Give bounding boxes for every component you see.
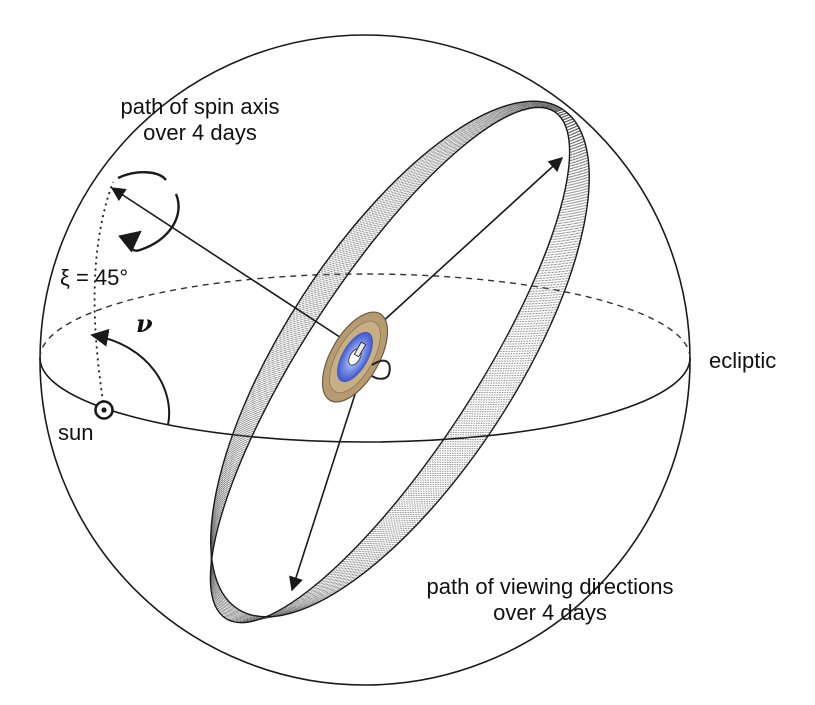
viewing-direction-arrow-down xyxy=(289,384,359,592)
spacecraft-icon xyxy=(321,311,389,403)
spin-axis-arrow xyxy=(110,187,353,346)
viewing-direction-ring xyxy=(210,102,586,619)
viewing-direction-ring xyxy=(210,102,584,619)
ecliptic-back-half xyxy=(39,273,691,359)
viewing-direction-ring xyxy=(210,104,578,621)
ecliptic-label: ecliptic xyxy=(709,348,777,373)
viewing-direction-ring xyxy=(210,101,587,618)
spin-axis-path-label-line2: over 4 days xyxy=(143,120,257,145)
xi-angle-dotted-arc xyxy=(93,181,114,409)
viewing-directions-path-label: path of viewing directions over 4 days xyxy=(400,574,700,626)
rotation-arc-top xyxy=(117,171,167,181)
viewing-directions-band xyxy=(209,100,590,624)
viewing-direction-ring xyxy=(210,105,576,622)
ecliptic-front-half xyxy=(39,357,691,443)
viewing-direction-ring xyxy=(210,104,579,621)
viewing-direction-ring xyxy=(210,106,573,622)
spin-axis-path-label: path of spin axis over 4 days xyxy=(90,94,310,146)
viewing-direction-ring xyxy=(210,104,580,620)
viewing-directions-path-label-line1: path of viewing directions xyxy=(426,574,674,599)
viewing-direction-ring xyxy=(210,102,587,618)
spin-axis-path-label-line1: path of spin axis xyxy=(120,94,280,119)
rotation-arc-bottom xyxy=(118,193,180,253)
viewing-direction-ring-edge xyxy=(210,100,590,618)
viewing-direction-ring xyxy=(210,103,583,619)
xi-angle-label: ξ = 45° xyxy=(60,265,129,290)
sun-label: sun xyxy=(58,420,94,445)
viewing-directions-path-label-line2: over 4 days xyxy=(493,600,607,625)
nu-angle-label: ν xyxy=(136,309,153,338)
spacecraft-handle xyxy=(371,359,391,380)
nu-angle-arc xyxy=(90,328,171,426)
viewing-direction-ring xyxy=(210,103,581,620)
viewing-direction-arrow-up xyxy=(367,157,564,336)
sun-symbol xyxy=(94,400,114,420)
viewing-direction-ring-edge xyxy=(209,106,571,624)
